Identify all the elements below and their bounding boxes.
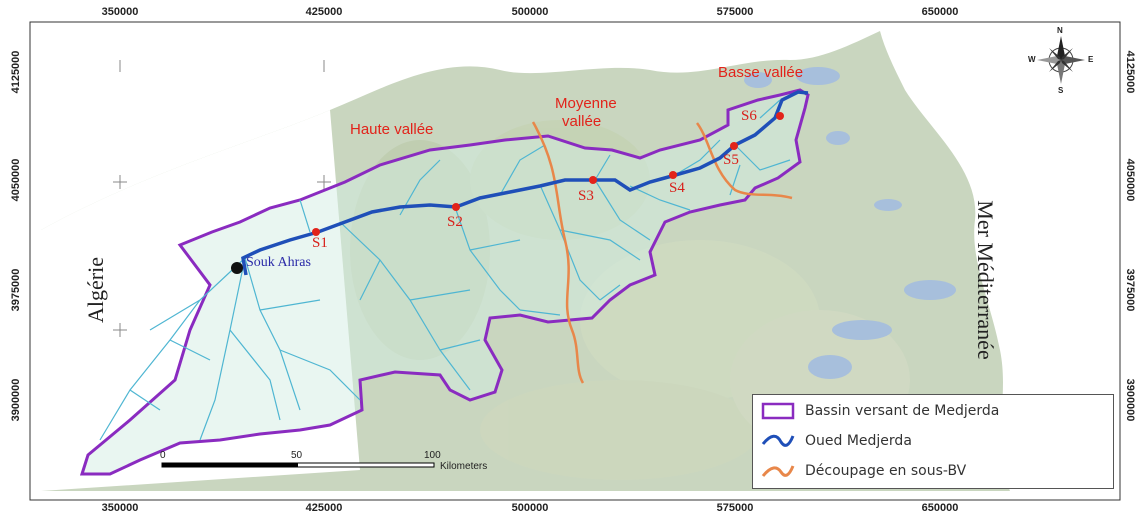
oued-medjerda-river: [241, 90, 809, 276]
legend-label: Bassin versant de Medjerda: [805, 403, 1000, 419]
town-label-souk-ahras: Souk Ahras: [246, 255, 311, 270]
region-label-basse: Basse vallée: [718, 64, 804, 81]
sub-basin-divisions: [531, 121, 793, 384]
subbasin-swatch-icon: [761, 465, 795, 477]
legend-item-subbasin: Découpage en sous-BV: [761, 459, 966, 483]
station-label-s2: S2: [447, 214, 463, 230]
x-tick-bottom: 650000: [921, 502, 959, 514]
station-label-s6: S6: [741, 108, 757, 124]
scale-tick-0: 0: [160, 450, 166, 461]
region-label-moyenne: Moyenne: [555, 95, 617, 112]
y-tick-right: 3975000: [1124, 268, 1136, 312]
y-tick-left: 4050000: [10, 158, 22, 202]
north-arrow: [1037, 36, 1085, 84]
river-swatch-icon: [761, 434, 795, 447]
north-label: N: [1057, 26, 1063, 35]
x-tick-bottom: 425000: [305, 502, 343, 514]
souk-ahras-marker: [231, 262, 243, 274]
station-label-s4: S4: [669, 180, 685, 196]
scale-tick-100: 100: [424, 450, 441, 461]
sea-label: Mer Méditerranée: [973, 200, 998, 360]
south-label: S: [1058, 86, 1064, 95]
west-label: W: [1028, 55, 1036, 64]
country-label-algeria: Algérie: [83, 257, 108, 323]
y-tick-left: 3900000: [10, 378, 22, 422]
y-tick-right: 4050000: [1124, 158, 1136, 202]
lakes: [744, 67, 956, 379]
station-markers: [312, 112, 784, 236]
grid-crosses: [113, 60, 331, 337]
x-tick-top: 650000: [921, 6, 959, 18]
station-label-s3: S3: [578, 188, 594, 204]
x-tick-bottom: 575000: [716, 502, 754, 514]
x-tick-top: 425000: [305, 6, 343, 18]
region-label-haute: Haute vallée: [350, 121, 434, 138]
region-label-moyenne-2: vallée: [562, 113, 602, 130]
station-label-s5: S5: [723, 152, 739, 168]
y-tick-right: 4125000: [1124, 50, 1136, 94]
y-tick-left: 4125000: [10, 50, 22, 94]
x-tick-top: 575000: [716, 6, 754, 18]
y-tick-right: 3900000: [1124, 378, 1136, 422]
sea-area-north: [41, 31, 880, 230]
x-tick-bottom: 350000: [101, 502, 139, 514]
x-tick-top: 500000: [511, 6, 549, 18]
legend-label: Oued Medjerda: [805, 433, 912, 449]
basin-swatch-icon: [761, 402, 795, 420]
scale-unit: Kilometers: [440, 461, 488, 472]
legend-item-basin: Bassin versant de Medjerda: [761, 399, 999, 423]
x-tick-top: 350000: [101, 6, 139, 18]
legend-label: Découpage en sous-BV: [805, 463, 967, 479]
legend-item-river: Oued Medjerda: [761, 429, 912, 453]
east-label: E: [1088, 55, 1094, 64]
tributaries: [99, 99, 791, 441]
x-tick-bottom: 500000: [511, 502, 549, 514]
y-tick-left: 3975000: [10, 268, 22, 312]
sea-area: [880, 31, 1111, 491]
scale-bar: [161, 462, 435, 468]
map-legend: Bassin versant de Medjerda Oued Medjerda…: [752, 394, 1114, 489]
scale-tick-50: 50: [291, 450, 303, 461]
station-label-s1: S1: [312, 235, 328, 251]
